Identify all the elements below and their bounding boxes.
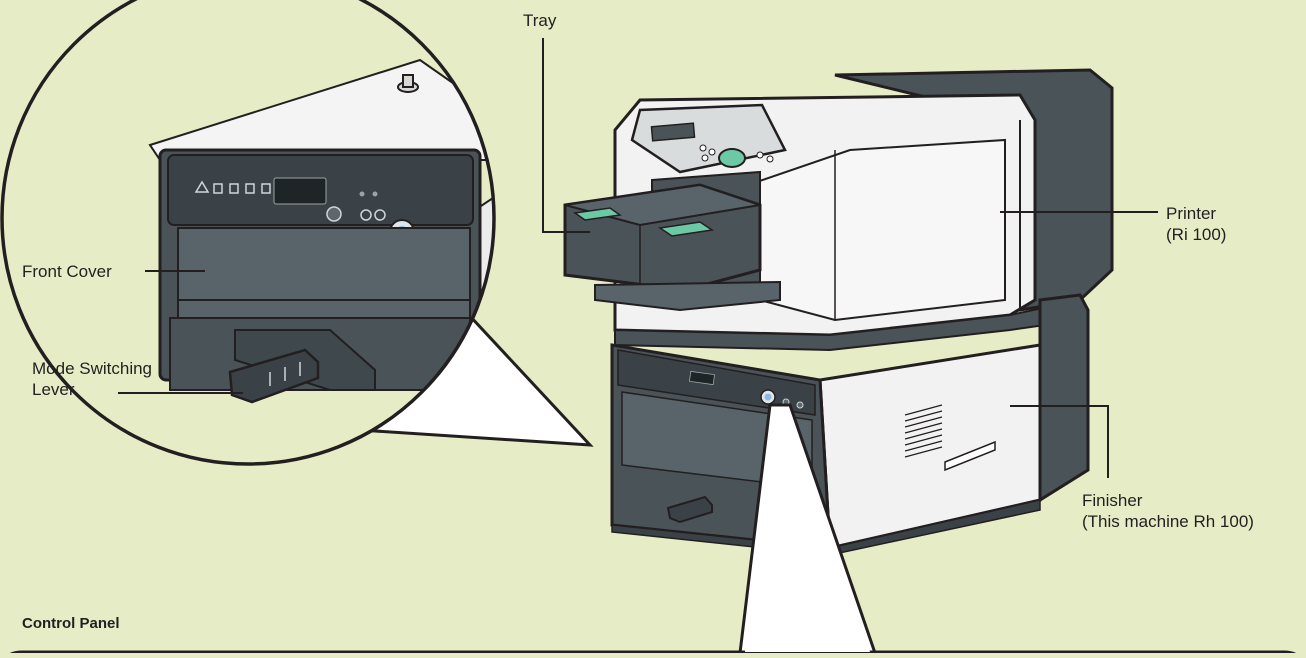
- finisher-leader: [1010, 405, 1109, 478]
- printer-label-line2: (Ri 100): [1166, 225, 1227, 244]
- mode-switching-lever-label: Mode Switching Lever: [32, 358, 152, 400]
- control-panel-heading: Control Panel: [22, 615, 120, 632]
- printer-label-line1: Printer: [1166, 204, 1217, 223]
- front-cover-label: Front Cover: [22, 262, 112, 281]
- mode-switching-lever-line1: Mode Switching: [32, 359, 153, 378]
- leader-lines: [118, 38, 1158, 478]
- printer-unit: [563, 68, 1114, 352]
- printer-label: Printer (Ri 100): [1166, 203, 1226, 245]
- tray-leader: [542, 38, 590, 233]
- mode-switching-lever-line2: Lever: [32, 380, 75, 399]
- finisher-label-line1: Finisher: [1082, 491, 1143, 510]
- finisher-label-line2: (This machine Rh 100): [1082, 512, 1254, 531]
- tray-label: Tray: [523, 11, 557, 30]
- finisher-label: Finisher (This machine Rh 100): [1082, 490, 1254, 532]
